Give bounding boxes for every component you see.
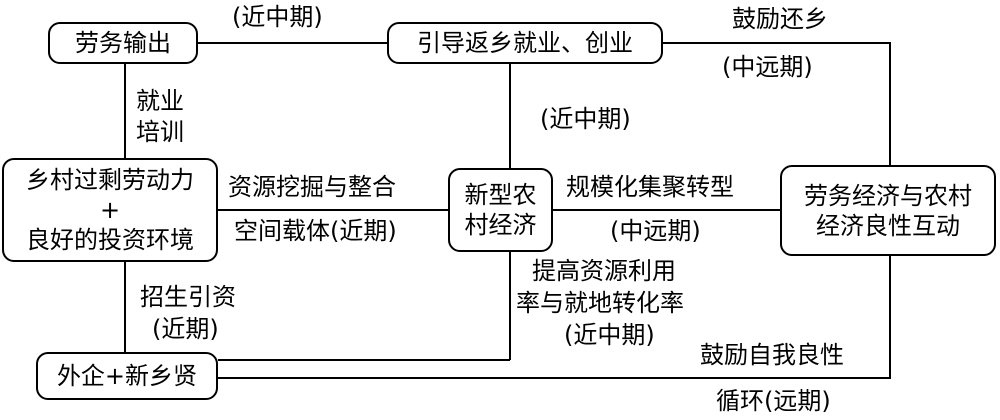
node-rural-surplus-line3: 良好的投资环境 <box>26 226 194 254</box>
edge-label-training-2: 培训 <box>136 118 184 146</box>
node-new-rural-economy: 新型农 村经济 <box>448 168 553 252</box>
node-foreign-firms-label: 外企+新乡贤 <box>56 362 198 390</box>
node-new-rural-economy-line1: 新型农 <box>464 181 537 209</box>
edge-label-training-1: 就业 <box>136 87 184 115</box>
node-labor-rural-interaction-line1: 劳务经济与农村 <box>804 181 972 210</box>
node-labor-rural-interaction-line2: 经济良性互动 <box>816 211 960 240</box>
node-return-home: 引导返乡就业、创业 <box>387 22 663 64</box>
edge-label-export-return: (近中期) <box>232 3 323 31</box>
edge-label-space-carrier: 空间载体(近期) <box>234 217 397 245</box>
edge-label-return-economy: (近中期) <box>540 105 631 133</box>
edge-label-virtuous-cycle-2: 循环(远期) <box>716 387 831 415</box>
node-rural-surplus: 乡村过剩劳动力 + 良好的投资环境 <box>2 158 218 262</box>
edge-firms-to-interaction <box>218 256 891 379</box>
edge-label-attract-investment-1: 招生引资 <box>140 283 236 311</box>
node-labor-rural-interaction: 劳务经济与农村 经济良性互动 <box>780 165 996 256</box>
edge-label-utilization-2: 率与就地转化率 <box>516 289 684 317</box>
node-labor-export: 劳务输出 <box>48 22 198 64</box>
edge-label-utilization-1: 提高资源利用 <box>532 257 676 285</box>
node-return-home-label: 引导返乡就业、创业 <box>417 29 633 57</box>
edge-label-scale-transformation: 规模化集聚转型 <box>566 173 734 201</box>
edge-label-encourage-return-1: 鼓励还乡 <box>732 5 828 33</box>
node-rural-surplus-line2: + <box>99 196 121 224</box>
node-foreign-firms: 外企+新乡贤 <box>36 352 218 400</box>
edge-label-utilization-3: (近中期) <box>564 321 655 349</box>
edge-return-to-interaction <box>663 42 891 165</box>
edge-label-mid-long-term: (中远期) <box>610 217 701 245</box>
edge-label-encourage-return-2: (中远期) <box>722 53 813 81</box>
edge-label-virtuous-cycle-1: 鼓励自我良性 <box>700 341 844 369</box>
edge-label-resource-mining: 资源挖掘与整合 <box>228 173 396 201</box>
node-rural-surplus-line1: 乡村过剩劳动力 <box>26 166 194 194</box>
node-labor-export-label: 劳务输出 <box>75 29 171 57</box>
edge-label-attract-investment-2: (近期) <box>152 315 219 343</box>
node-new-rural-economy-line2: 村经济 <box>464 211 537 239</box>
